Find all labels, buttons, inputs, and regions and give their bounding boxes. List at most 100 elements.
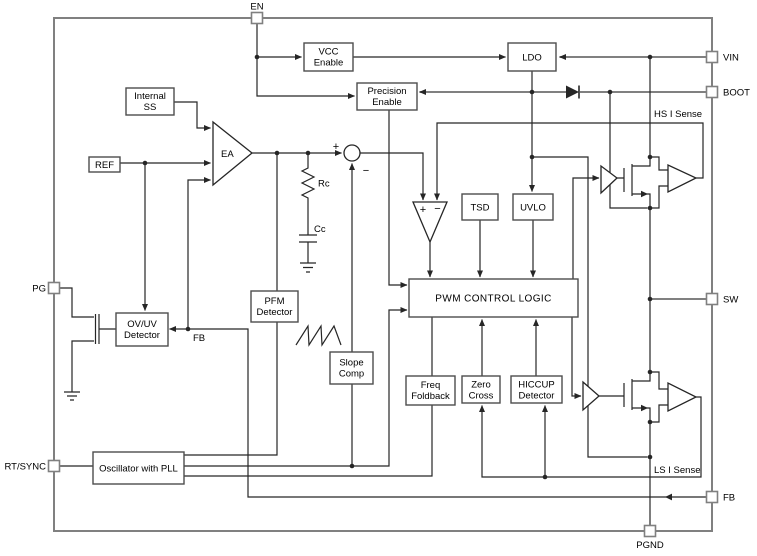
hs-sense-inputs: [650, 156, 668, 209]
pin-rtsync: [47, 459, 61, 473]
fb-pin-label: FB: [723, 493, 735, 504]
tsd-label: TSD: [471, 203, 490, 214]
en-pin-label: EN: [250, 2, 263, 13]
ldo-label: LDO: [522, 53, 542, 64]
block-pwm-control-logic: PWM CONTROL LOGIC: [408, 278, 579, 318]
wire-ls-sense-to-zerocross: [479, 396, 702, 478]
ls-i-sense-label: LS I Sense: [654, 465, 700, 476]
ls-gate-driver: [582, 380, 600, 412]
wire-ls-gate-drive: [571, 317, 582, 399]
block-tsd: TSD: [461, 193, 499, 221]
precision-enable-label-1: Precision: [367, 86, 406, 97]
block-ldo: LDO: [507, 42, 557, 72]
wire-clock-to-pwm: [184, 307, 408, 467]
pins: [47, 11, 719, 538]
wire-boot-rail-to-hs: [609, 92, 648, 209]
zero-cross-label-2: Cross: [469, 391, 494, 402]
pg-fet-symbol: [94, 314, 116, 344]
comparator-plus: +: [420, 204, 426, 216]
block-ovuv-detector: OV/UV Detector: [115, 312, 169, 347]
internal-ss-label-2: SS: [144, 102, 157, 113]
cc-label: Cc: [314, 224, 326, 235]
wire-hs-gate-drive: [572, 175, 600, 279]
pfm-detector-label-1: PFM: [264, 296, 284, 307]
wire-fb-feedback: [170, 329, 707, 498]
wire-pg-to-fet: [59, 287, 94, 318]
internal-ss-label-1: Internal: [134, 91, 166, 102]
block-oscillator-pll: Oscillator with PLL: [92, 451, 185, 485]
ovuv-detector-label-1: OV/UV: [127, 319, 157, 330]
block-uvlo: UVLO: [512, 193, 554, 221]
sum-plus: +: [333, 141, 339, 153]
fb-direction-arrow: [665, 493, 672, 501]
boot-pin-label: BOOT: [723, 88, 750, 99]
block-ref: REF: [88, 156, 121, 173]
ls-current-sense-amp: [667, 381, 698, 413]
vcc-enable-label-1: VCC: [318, 47, 338, 58]
hs-i-sense-label: HS I Sense: [654, 109, 702, 120]
block-slope-comp: Slope Comp: [329, 351, 374, 385]
rtsync-pin-label: RT/SYNC: [4, 462, 46, 473]
slope-comp-label-2: Comp: [339, 369, 364, 380]
sum-minus: −: [363, 165, 369, 177]
ls-fet-arrow: [641, 404, 648, 412]
pin-boot: [705, 85, 719, 99]
signal-wires: [59, 23, 707, 526]
ic-boundary: [53, 17, 713, 532]
ea-amplifier: EA: [212, 120, 254, 187]
hiccup-detector-label-1: HICCUP: [518, 380, 554, 391]
ls-fet-symbol: [599, 372, 651, 422]
block-pfm-detector: PFM Detector: [250, 290, 299, 323]
block-zero-cross: Zero Cross: [461, 375, 501, 404]
compensation-network-rc-cc: [299, 153, 317, 273]
uvlo-label: UVLO: [520, 203, 546, 214]
pin-pgnd: [643, 524, 657, 538]
hs-gate-driver: [600, 164, 619, 195]
ls-sense-inputs: [650, 371, 668, 423]
wire-sum-to-comparator: [360, 152, 426, 201]
pfm-detector-label-2: Detector: [257, 307, 293, 318]
wire-fb-to-ea: [187, 177, 211, 329]
wire-precen-to-pwm: [388, 110, 408, 288]
hiccup-detector-label-2: Detector: [519, 391, 555, 402]
sawtooth-ramp-icon: [295, 324, 342, 347]
pin-labels: EN VIN BOOT SW FB PGND PG RT/SYNC HS I S…: [4, 2, 750, 552]
precision-enable-label-2: Enable: [372, 97, 402, 108]
pin-en: [250, 11, 264, 25]
wire-ss-to-ea: [174, 101, 211, 131]
fb-node-label: FB: [193, 333, 205, 344]
freq-foldback-label-1: Freq: [421, 380, 441, 391]
pin-vin: [705, 50, 719, 64]
vcc-enable-label-2: Enable: [314, 58, 344, 69]
slope-comp-label-1: Slope: [339, 358, 363, 369]
hs-fet-arrow: [641, 190, 648, 198]
freq-foldback-label-2: Foldback: [411, 391, 450, 402]
block-precision-enable: Precision Enable: [356, 82, 418, 111]
comparator-minus: −: [434, 203, 440, 215]
pgnd-pin-label: PGND: [636, 540, 664, 551]
wire-hs-sense-to-comparator: [434, 122, 704, 201]
block-hiccup-detector: HICCUP Detector: [510, 375, 563, 404]
vin-pin-label: VIN: [723, 53, 739, 64]
oscillator-label: Oscillator with PLL: [99, 464, 178, 475]
boot-diode-icon: [566, 85, 580, 99]
ref-label: REF: [95, 160, 114, 171]
wire-osc-to-foldback: [184, 405, 433, 477]
zero-cross-label-1: Zero: [471, 380, 491, 391]
summing-junction: + −: [333, 141, 369, 177]
hs-fet-symbol: [617, 157, 651, 208]
ovuv-detector-label-2: Detector: [124, 330, 160, 341]
wire-en-to-precision-enable: [256, 23, 355, 99]
junction-dots: [142, 54, 653, 480]
pwm-control-logic-label: PWM CONTROL LOGIC: [435, 294, 551, 305]
wire-osc-to-pfm: [184, 322, 278, 456]
hs-current-sense-amp: [667, 163, 698, 194]
pin-fb: [705, 490, 719, 504]
pin-sw: [705, 292, 719, 306]
block-freq-foldback: Freq Foldback: [405, 375, 456, 406]
wire-ldo-rail-to-ls: [532, 156, 648, 458]
block-vcc-enable: VCC Enable: [303, 42, 354, 72]
wire-pgfet-to-ground: [64, 340, 94, 401]
